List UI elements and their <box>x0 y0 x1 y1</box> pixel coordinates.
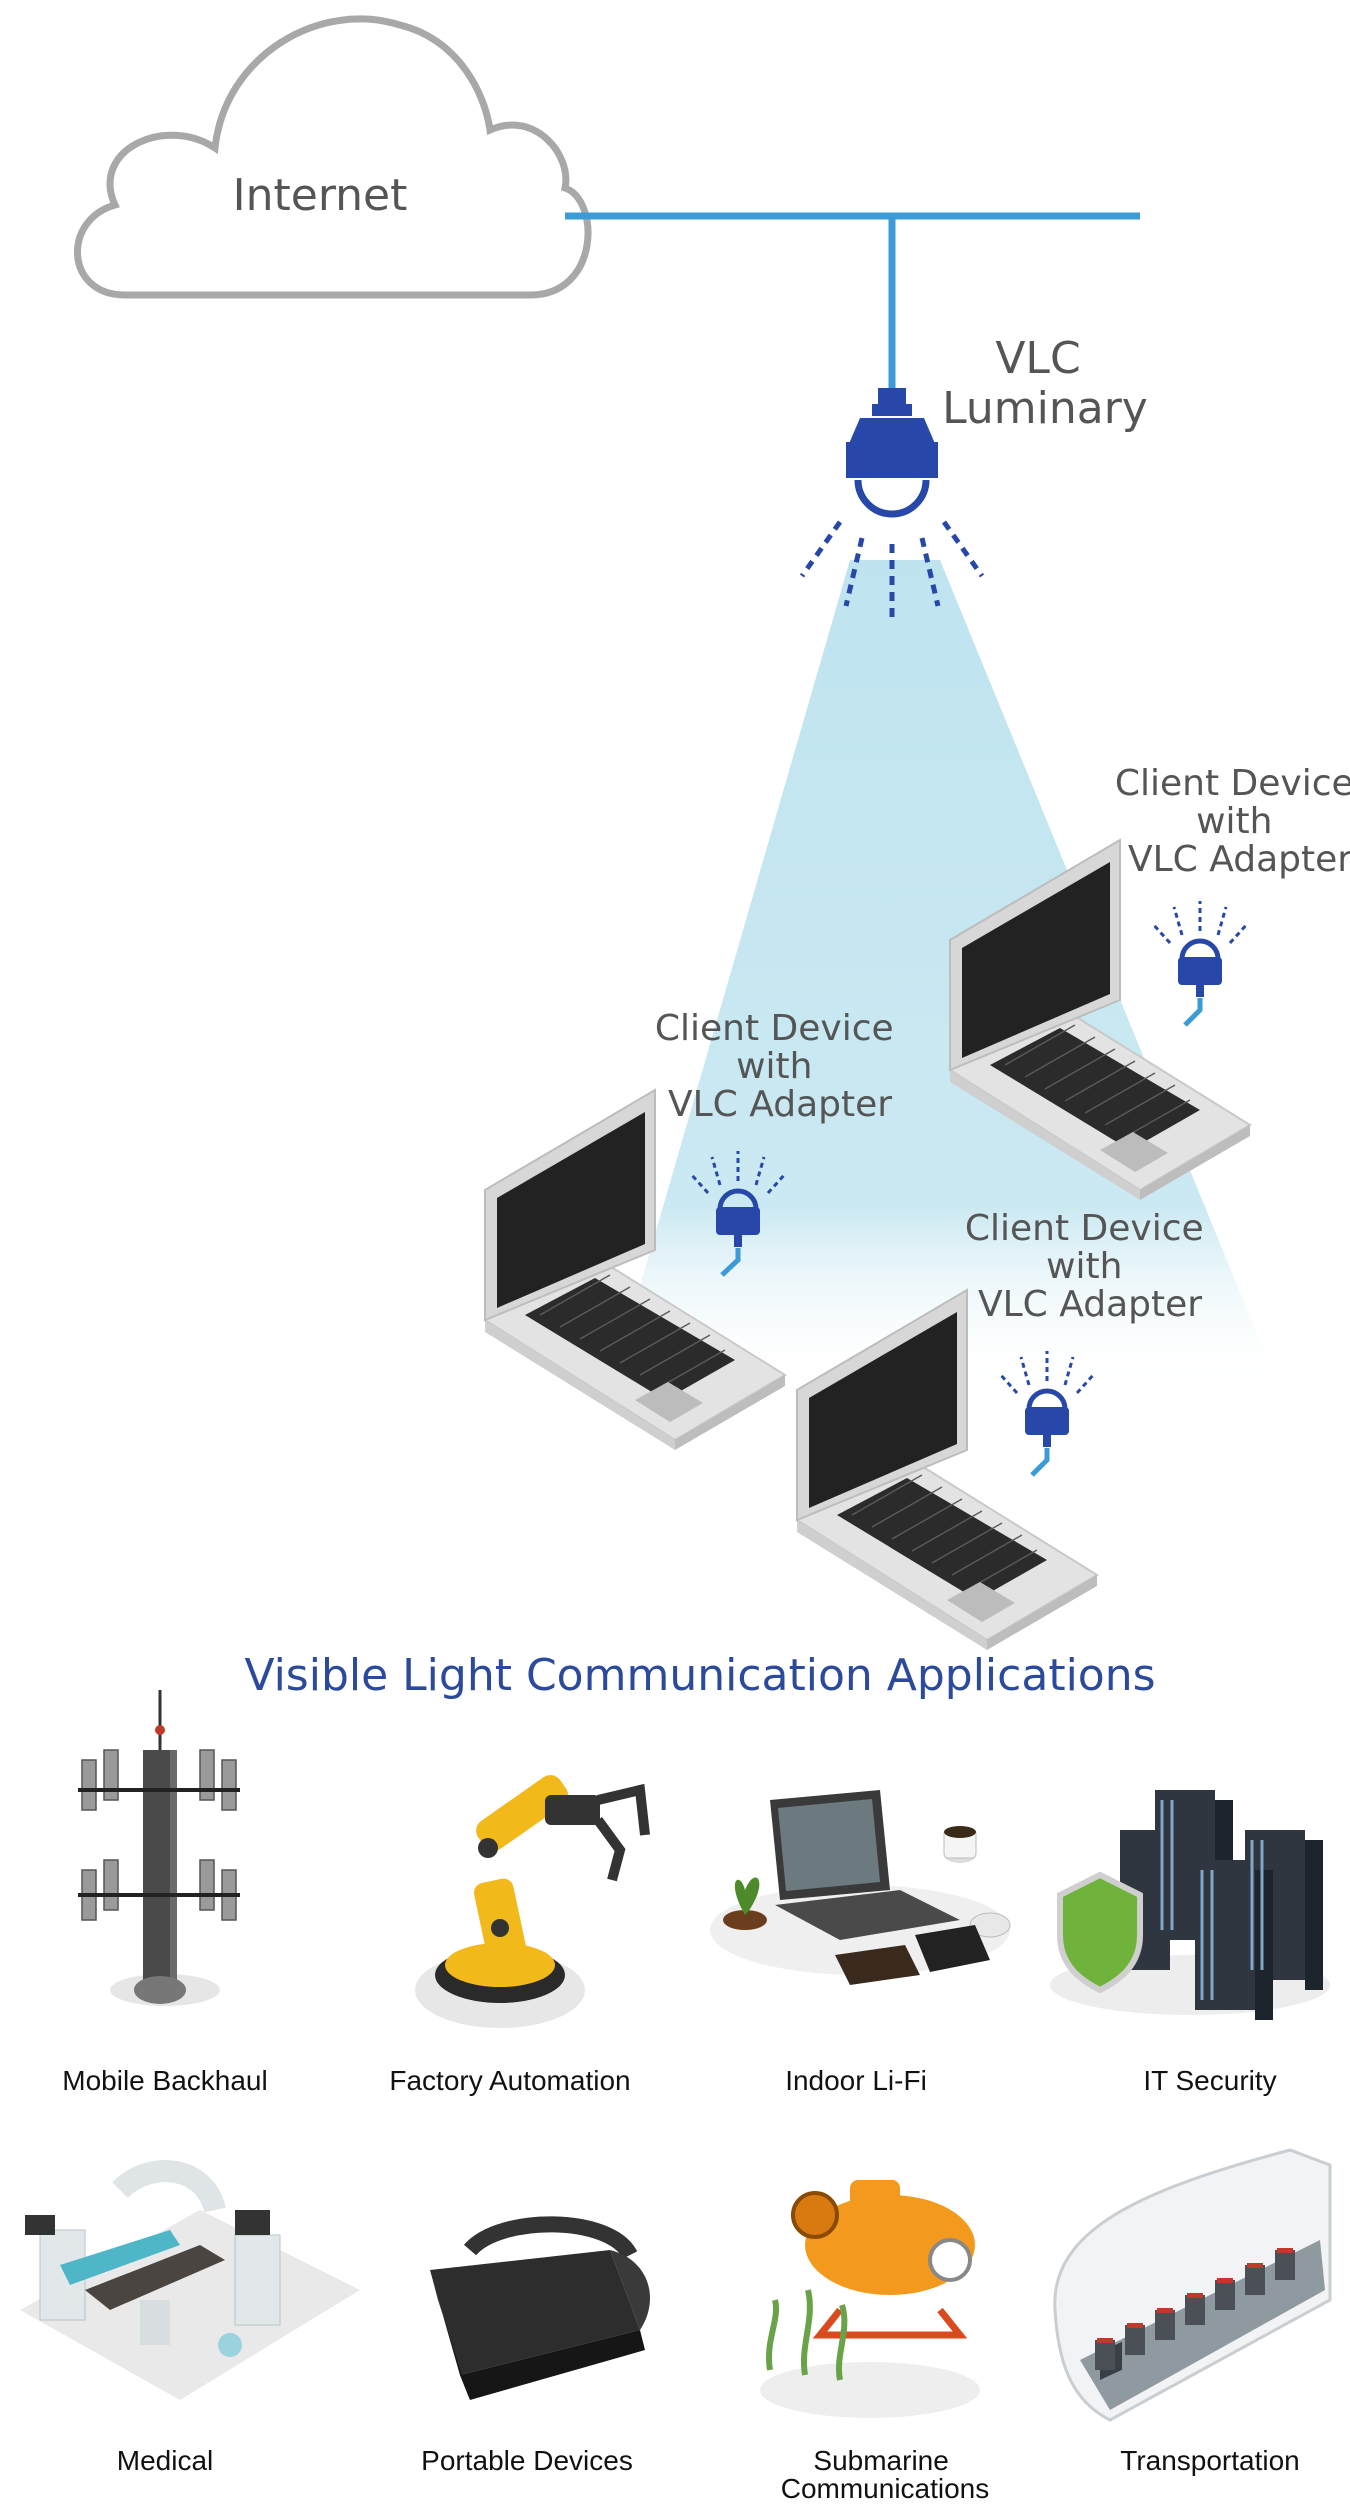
client-label-b-line2: with <box>736 1046 812 1087</box>
app-label-medical: Medical <box>117 2445 213 2476</box>
luminary-label-line2: Luminary <box>942 383 1148 434</box>
app-label-factory-automation: Factory Automation <box>389 2065 630 2096</box>
server-shield-icon <box>1050 1790 1330 2020</box>
vr-headset-icon <box>430 2216 650 2400</box>
client-label-c-line1: Client Device <box>965 1208 1204 1249</box>
client-device-a: Client Device with VLC Adapter <box>949 763 1350 1201</box>
luminary-label: VLC Luminary <box>942 333 1148 434</box>
client-label-b-line3: VLC Adapter <box>668 1084 892 1125</box>
submarine-icon <box>760 2180 980 2418</box>
app-label-portable-devices: Portable Devices <box>421 2445 633 2476</box>
client-label-c-line3: VLC Adapter <box>978 1284 1202 1325</box>
app-label-transportation: Transportation <box>1120 2445 1300 2476</box>
app-label-it-security: IT Security <box>1143 2065 1276 2096</box>
cell-tower-icon <box>78 1690 240 2006</box>
app-label-submarine-line1: Submarine <box>813 2445 948 2476</box>
app-label-indoor-lifi: Indoor Li-Fi <box>785 2065 927 2096</box>
robot-arm-icon <box>415 1775 650 2028</box>
tablet-desk-icon <box>710 1790 1011 1985</box>
client-label-a-line2: with <box>1196 801 1272 842</box>
applications-title: Visible Light Communication Applications <box>244 1650 1155 1701</box>
client-device-b: Client Device with VLC Adapter <box>484 1008 905 1451</box>
client-device-c: Client Device with VLC Adapter <box>796 1208 1215 1651</box>
internet-label: Internet <box>233 170 408 221</box>
vlc-luminary-icon <box>799 388 985 622</box>
internet-cloud-icon <box>74 15 592 299</box>
client-label-b: Client Device with VLC Adapter <box>655 1008 905 1125</box>
client-label-c: Client Device with VLC Adapter <box>965 1208 1215 1325</box>
app-label-mobile-backhaul: Mobile Backhaul <box>62 2065 267 2096</box>
client-label-c-line2: with <box>1046 1246 1122 1287</box>
client-label-a-line1: Client Device <box>1115 763 1350 804</box>
vlc-adapter-icon <box>1152 901 1248 997</box>
client-label-a-line3: VLC Adapter <box>1128 839 1350 880</box>
luminary-label-line1: VLC <box>995 333 1080 384</box>
app-label-submarine-line2: Communications <box>781 2473 990 2504</box>
client-label-b-line1: Client Device <box>655 1008 894 1049</box>
aircraft-cabin-icon <box>1053 2148 1332 2422</box>
client-label-a: Client Device with VLC Adapter <box>1115 763 1350 880</box>
medical-equipment-icon <box>20 2160 360 2400</box>
app-label-submarine: Submarine Communications <box>781 2445 990 2504</box>
